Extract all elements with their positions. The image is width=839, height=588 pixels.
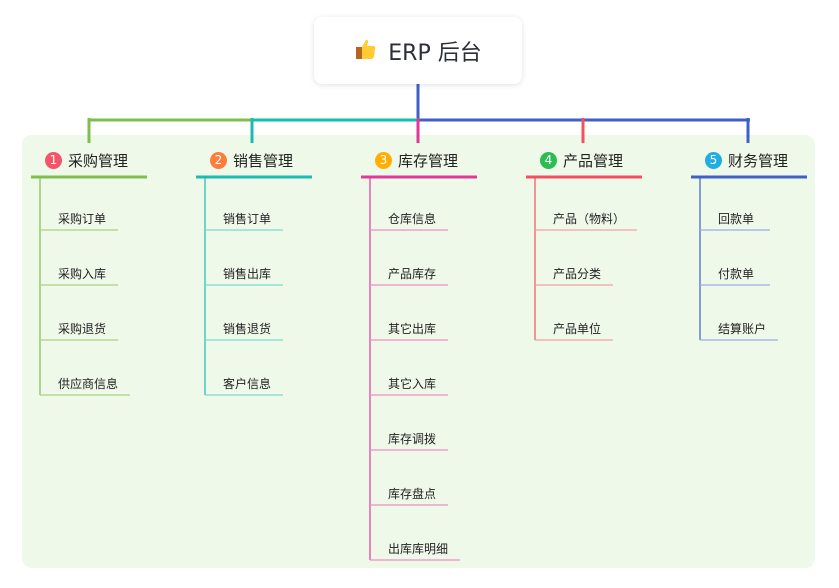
list-item[interactable]: 产品库存 bbox=[388, 267, 437, 281]
branch-1[interactable]: 1 采购管理 bbox=[31, 148, 147, 172]
root-node[interactable]: ERP 后台 bbox=[314, 17, 522, 84]
list-item[interactable]: 出库库明细 bbox=[388, 542, 449, 556]
branch-label: 销售管理 bbox=[233, 151, 294, 170]
number-badge: 2 bbox=[210, 151, 227, 169]
number-badge: 5 bbox=[705, 151, 722, 169]
branch-label: 产品管理 bbox=[563, 151, 624, 170]
list-item[interactable]: 产品单位 bbox=[553, 322, 602, 336]
list-item[interactable]: 客户信息 bbox=[223, 377, 272, 391]
list-item[interactable]: 销售退货 bbox=[223, 322, 272, 336]
branch-label: 财务管理 bbox=[728, 151, 789, 170]
list-item[interactable]: 其它入库 bbox=[388, 377, 437, 391]
branch-header[interactable]: 2 销售管理 bbox=[196, 148, 312, 172]
thumbs-up-icon bbox=[354, 37, 378, 65]
branch-3[interactable]: 3 库存管理 bbox=[361, 148, 477, 172]
list-item[interactable]: 库存盘点 bbox=[388, 487, 437, 501]
list-item[interactable]: 销售出库 bbox=[223, 267, 272, 281]
branch-label: 库存管理 bbox=[398, 151, 459, 170]
number-badge: 1 bbox=[45, 151, 62, 169]
number-badge: 3 bbox=[375, 151, 392, 169]
list-item[interactable]: 库存调拨 bbox=[388, 432, 437, 446]
list-item[interactable]: 供应商信息 bbox=[58, 377, 119, 391]
list-item[interactable]: 采购退货 bbox=[58, 322, 107, 336]
list-item[interactable]: 回款单 bbox=[718, 212, 755, 226]
branch-2[interactable]: 2 销售管理 bbox=[196, 148, 312, 172]
root-title: ERP 后台 bbox=[388, 40, 482, 66]
branch-header[interactable]: 1 采购管理 bbox=[31, 148, 147, 172]
diagram-background bbox=[22, 135, 815, 568]
list-item[interactable]: 其它出库 bbox=[388, 322, 437, 336]
list-item[interactable]: 结算账户 bbox=[718, 322, 767, 336]
branch-header[interactable]: 5 财务管理 bbox=[691, 148, 807, 172]
list-item[interactable]: 销售订单 bbox=[223, 212, 272, 226]
list-item[interactable]: 采购订单 bbox=[58, 212, 107, 226]
branch-5[interactable]: 5 财务管理 bbox=[691, 148, 807, 172]
branch-label: 采购管理 bbox=[68, 151, 129, 170]
branch-4[interactable]: 4 产品管理 bbox=[526, 148, 642, 172]
branch-header[interactable]: 4 产品管理 bbox=[526, 148, 642, 172]
list-item[interactable]: 仓库信息 bbox=[388, 212, 437, 226]
list-item[interactable]: 付款单 bbox=[718, 267, 755, 281]
number-badge: 4 bbox=[540, 151, 557, 169]
list-item[interactable]: 产品分类 bbox=[553, 267, 602, 281]
branch-header[interactable]: 3 库存管理 bbox=[361, 148, 477, 172]
list-item[interactable]: 产品（物料） bbox=[553, 212, 626, 226]
list-item[interactable]: 采购入库 bbox=[58, 267, 107, 281]
